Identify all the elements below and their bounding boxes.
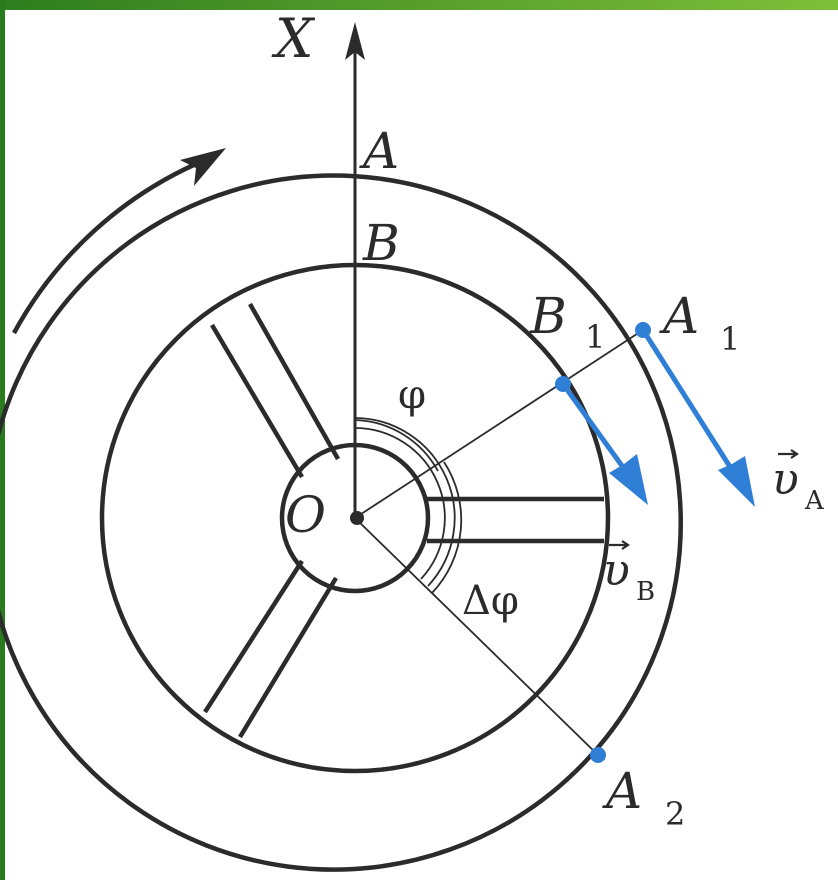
label-velocity-b-subscript: B [636,577,655,607]
radius-to-a2 [354,517,599,756]
spoke-upper-left-a [248,302,340,461]
rotation-arrow [12,157,206,335]
velocity-vector-b-line [560,382,628,472]
velocity-vector-b-head [609,454,648,505]
label-b1: B [529,287,567,345]
label-velocity-b: υ [603,545,630,596]
label-a2: A [602,762,642,820]
label-b: B [362,214,400,272]
diagram-canvas [5,10,838,880]
label-velocity-a: υ [772,454,799,505]
phi-large-arc-2 [354,417,456,587]
velocity-a-overarrow [778,449,799,459]
point-o [350,511,364,525]
label-delta-phi: Δφ [462,578,519,624]
velocity-vector-a-head [718,456,755,507]
phi-large-arc-1 [354,427,446,580]
spoke-lower-left-a [203,559,304,714]
label-a: A [359,122,399,180]
outer-rim-right [573,499,683,774]
rotation-arrowhead [180,148,226,186]
point-a1 [635,322,651,338]
point-a2 [590,747,606,763]
dphi-arc [431,461,463,594]
velocity-b-overarrow [609,540,630,550]
label-a1-subscript: 1 [720,320,740,358]
spoke-upper-left-b [210,323,304,479]
left-border [0,0,5,880]
velocity-vector-a-line [640,328,735,472]
label-o: O [285,486,326,544]
phi-arc [354,419,439,472]
label-phi: φ [398,372,426,418]
point-b1 [555,376,571,392]
top-border [0,0,838,10]
label-x-axis: X [271,7,316,70]
label-velocity-a-subscript: A [804,486,825,516]
spoke-lower-left-b [238,576,338,739]
label-a1: A [659,287,699,345]
radius-to-a1 [354,329,644,519]
outer-rim [0,173,683,872]
label-a2-subscript: 2 [665,795,685,833]
label-b1-subscript: 1 [585,318,605,356]
x-axis-arrowhead [345,22,365,60]
